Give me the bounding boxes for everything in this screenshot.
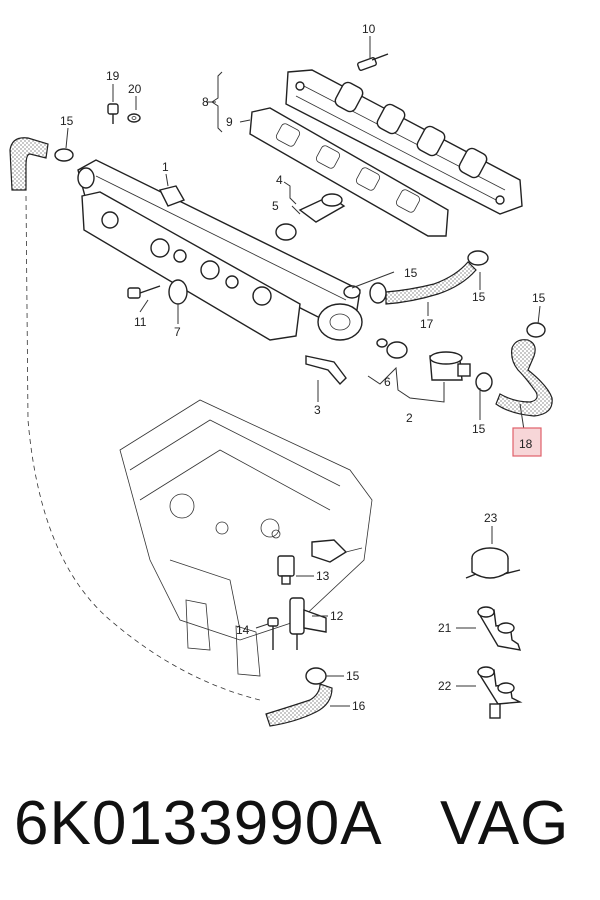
retaining-clip-part	[305, 355, 347, 386]
upper-injector-part	[275, 193, 346, 241]
callout-15: 15	[472, 290, 486, 304]
small-bolt-part	[107, 103, 119, 124]
injector-12-part	[289, 597, 327, 650]
callout-12: 12	[330, 609, 344, 623]
callout-16: 16	[352, 699, 366, 713]
injector-part	[429, 351, 471, 381]
highlighted-part-18-box	[512, 427, 542, 457]
callout-9: 9	[226, 115, 233, 129]
bracket-21-part	[476, 606, 522, 651]
hose-18-part	[495, 339, 553, 417]
hose-clamp-part	[54, 148, 74, 162]
left-vent-hose	[9, 137, 49, 191]
callout-20: 20	[128, 82, 142, 96]
mount-bolt-part	[127, 285, 161, 299]
callout-15: 15	[60, 114, 74, 128]
callout-7: 7	[174, 325, 181, 339]
hose-clamp-part	[369, 282, 387, 304]
callout-8: 8	[202, 95, 209, 109]
callout-23: 23	[484, 511, 498, 525]
callout-17: 17	[420, 317, 434, 331]
bolt-14-part	[267, 617, 279, 650]
bolt-part	[357, 53, 389, 71]
callout-18: 18	[519, 437, 533, 451]
seal-ring-part	[168, 279, 188, 305]
valve-23-part	[465, 547, 521, 579]
callout-5: 5	[272, 199, 279, 213]
callout-3: 3	[314, 403, 321, 417]
callout-21: 21	[438, 621, 452, 635]
manifold-gasket-part	[249, 107, 449, 237]
callout-11: 11	[134, 315, 147, 329]
hose-16-part	[265, 683, 333, 727]
o-ring-part	[386, 341, 408, 359]
fuel-rail-part	[77, 159, 361, 341]
callout-4: 4	[276, 173, 283, 187]
callout-10: 10	[362, 22, 376, 36]
hose-clamp-part	[305, 667, 327, 685]
callout-15: 15	[532, 291, 546, 305]
bracket-22-part	[476, 666, 523, 719]
pressure-regulator-part	[317, 285, 363, 341]
hose-clamp-part	[467, 250, 489, 266]
sensor-13-part	[277, 555, 295, 585]
callout-15: 15	[472, 422, 486, 436]
callout-22: 22	[438, 679, 452, 693]
hose-clamp-part	[526, 322, 546, 338]
washer-part	[127, 113, 141, 123]
o-ring-small-part	[376, 338, 388, 348]
assembly-dashed-outline	[25, 195, 261, 701]
lower-intake-manifold-part	[119, 399, 373, 677]
callout-2: 2	[406, 411, 413, 425]
leader-lines	[65, 36, 541, 707]
callout-13: 13	[316, 569, 330, 583]
manifold-upper-part	[285, 69, 523, 215]
callout-1: 1	[162, 160, 169, 174]
hose-clamp-part	[475, 372, 493, 392]
callout-14: 14	[236, 623, 250, 637]
callout-6: 6	[384, 375, 391, 389]
callout-19: 19	[106, 69, 120, 83]
part-number-text: 6K0133990A	[14, 789, 383, 858]
hose-17-part	[385, 261, 477, 305]
callout-15: 15	[346, 669, 360, 683]
callout-labels: 10 19 20 8 9 15 1 4 5 15 15 15 17 11 7 6…	[60, 22, 546, 713]
brand-text: VAG	[440, 789, 570, 858]
exploded-parts-diagram: 10 19 20 8 9 15 1 4 5 15 15 15 17 11 7 6…	[9, 22, 553, 727]
callout-15: 15	[404, 266, 418, 280]
